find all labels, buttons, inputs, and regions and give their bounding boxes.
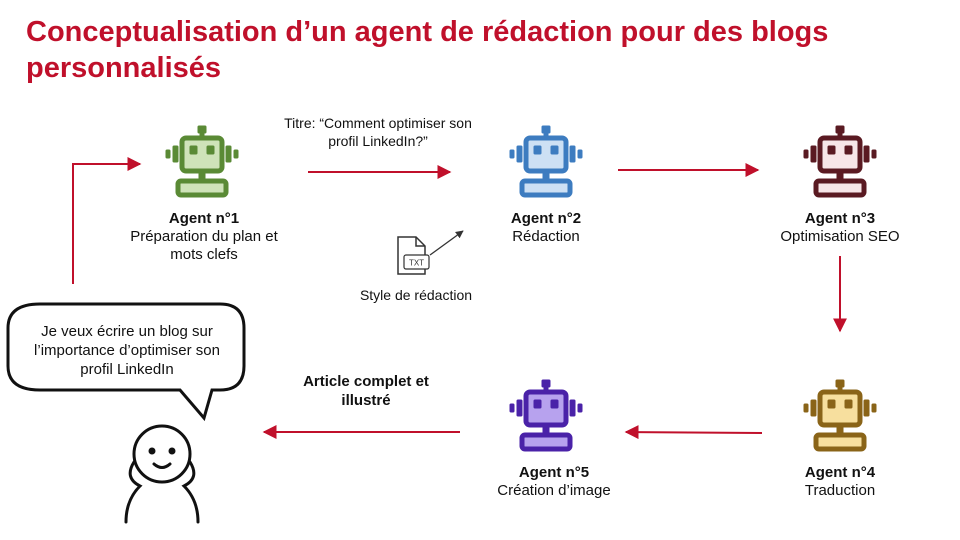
robot-icon-agent5 [510, 380, 582, 449]
agent-1-role: Préparation du plan et mots clefs [130, 228, 278, 263]
speech-bubble [6, 302, 246, 422]
arrow-agent4-to-agent5 [624, 425, 763, 440]
agent-1-label: Agent n°1 Préparation du plan et mots cl… [116, 210, 292, 264]
agent-4-label: Agent n°4 Traduction [770, 464, 910, 500]
robot-icon-agent1 [166, 126, 238, 195]
robot-icon-agent2 [510, 126, 582, 195]
page-title: Conceptualisation d’un agent de rédactio… [26, 16, 829, 84]
agent-4-role: Traduction [804, 482, 876, 499]
user-icon [124, 424, 200, 524]
agent-3-label: Agent n°3 Optimisation SEO [764, 210, 916, 246]
agent-5-name: Agent n°5 [518, 464, 590, 481]
agent-4-name: Agent n°4 [804, 464, 876, 481]
agent-2-label: Agent n°2 Rédaction [476, 210, 616, 246]
agent-5-role: Création d’image [497, 482, 611, 499]
robot-icon-agent3 [804, 126, 876, 195]
agent-5-label: Agent n°5 Création d’image [476, 464, 632, 500]
style-note: Style de rédaction [359, 287, 473, 303]
result-note: Article complet et illustré [303, 373, 429, 409]
txt-file-label: TXT [409, 259, 424, 268]
arrows [72, 157, 847, 440]
title-note: Titre: “Comment optimiser son profil Lin… [284, 115, 472, 149]
user-request-text: Je veux écrire un blog sur l’importance … [34, 323, 220, 378]
arrow-user-to-agent1 [72, 157, 142, 284]
robot-icon-agent4 [804, 380, 876, 449]
agent-1-name: Agent n°1 [168, 210, 240, 227]
agent-3-name: Agent n°3 [804, 210, 876, 227]
agent-2-name: Agent n°2 [510, 210, 582, 227]
agent-2-role: Rédaction [512, 228, 580, 245]
agent-3-role: Optimisation SEO [780, 228, 900, 245]
txt-file-icon: TXT [397, 230, 464, 275]
